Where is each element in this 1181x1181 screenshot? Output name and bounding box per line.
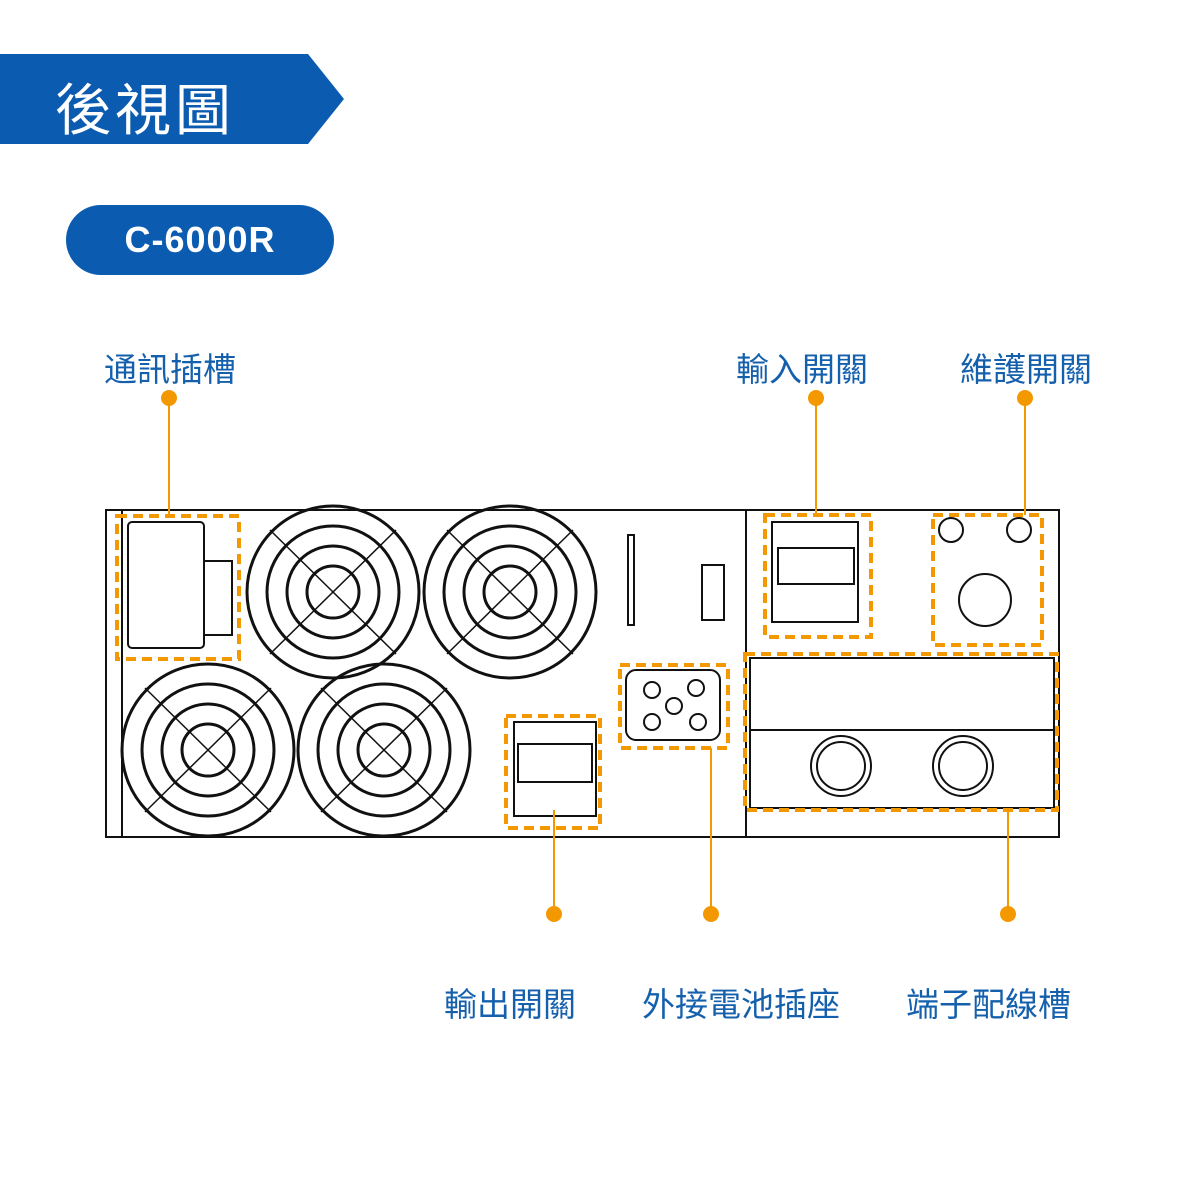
output-breaker — [513, 721, 597, 817]
callout-leaders — [161, 390, 1033, 922]
title-banner — [0, 54, 344, 144]
maintenance-switch-knob — [958, 573, 1012, 627]
label-output-switch: 輸出開關 — [444, 985, 576, 1024]
callout-boxes — [115, 513, 1059, 830]
model-badge: C-6000R — [66, 205, 334, 275]
label-battery-socket: 外接電池插座 — [642, 985, 840, 1024]
label-terminal-block: 端子配線槽 — [906, 985, 1071, 1024]
label-maintenance-switch: 維護開關 — [960, 350, 1092, 389]
fans — [120, 504, 598, 838]
comm-slot-cover — [127, 521, 205, 649]
input-breaker — [771, 521, 859, 623]
label-comm-slot: 通訊插槽 — [104, 350, 236, 389]
terminal-cover — [749, 657, 1055, 809]
chassis-outline — [105, 509, 1060, 838]
battery-connector — [625, 669, 721, 741]
db9-port — [203, 560, 233, 636]
page-title: 後視圖 — [55, 79, 235, 144]
label-input-switch: 輸入開關 — [736, 350, 868, 389]
